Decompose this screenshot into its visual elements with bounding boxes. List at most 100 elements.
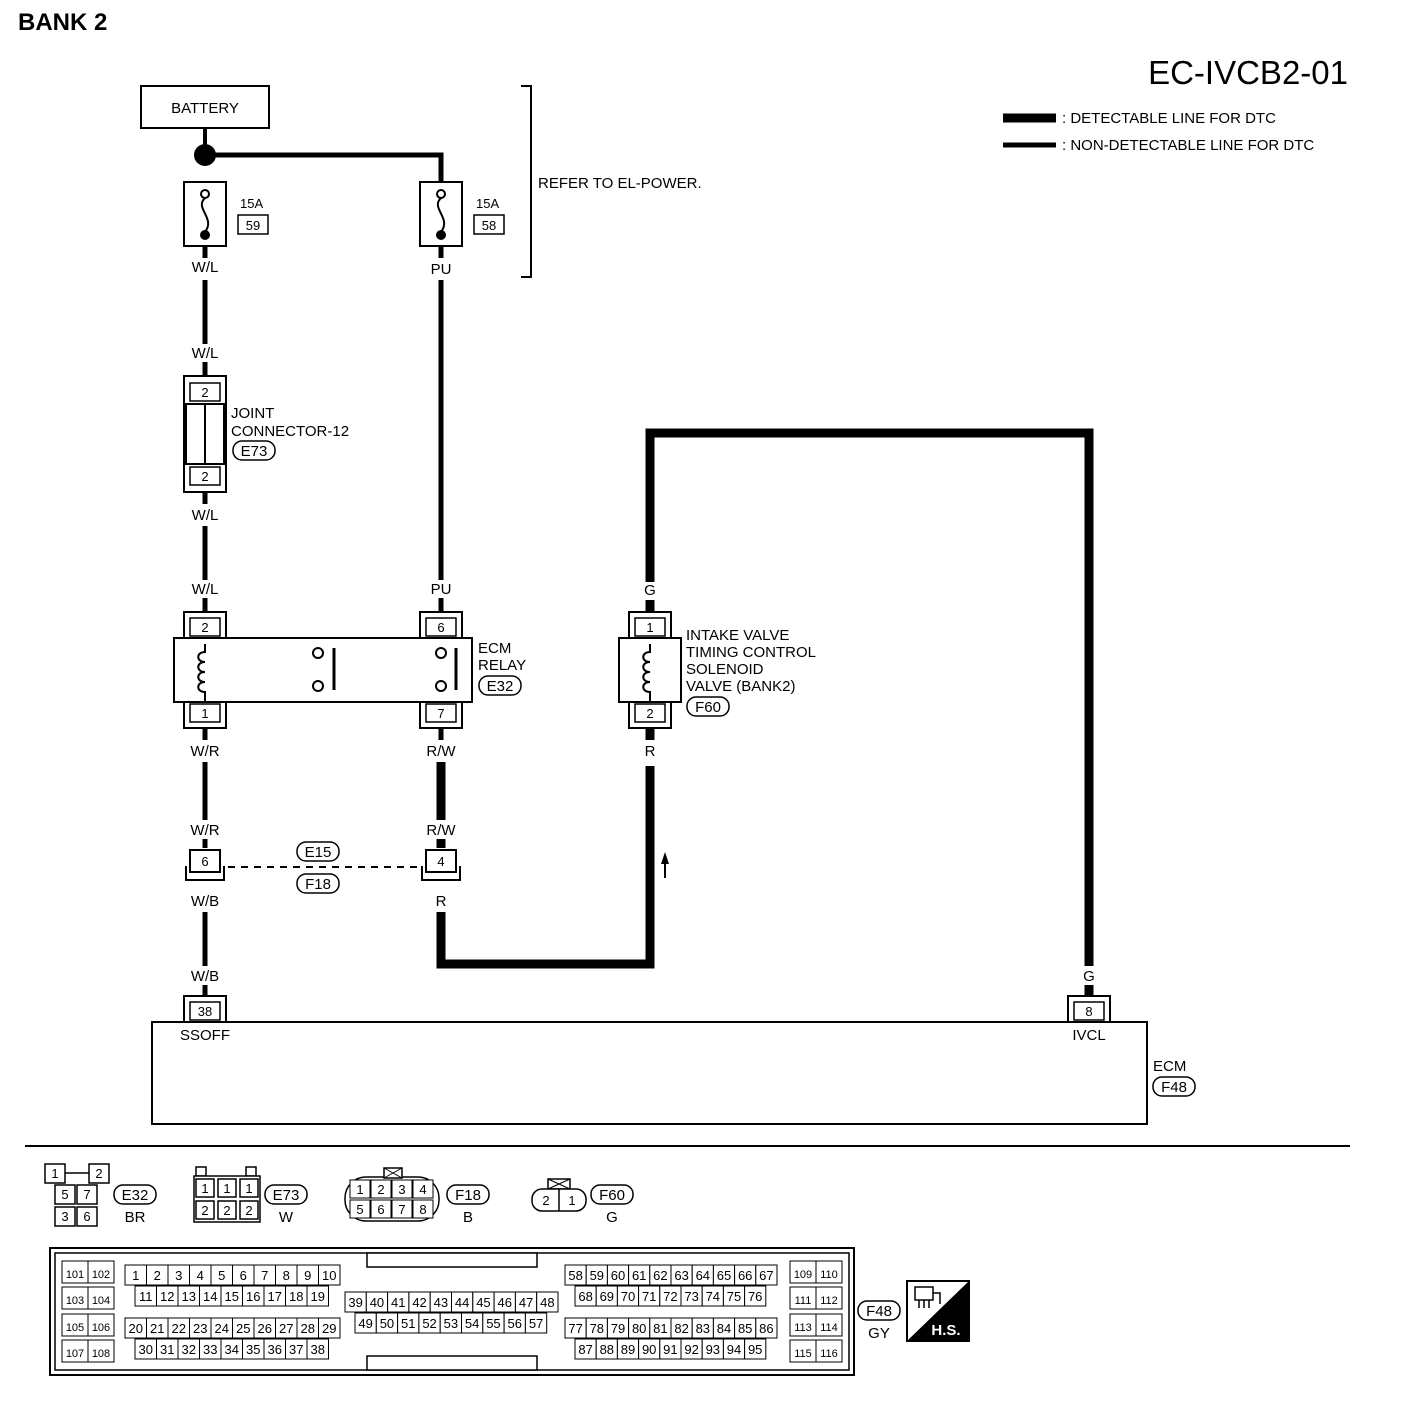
f48-pin-label: 86 xyxy=(759,1321,773,1336)
f48-pin-label: 43 xyxy=(434,1295,448,1310)
f48-pin-label: 58 xyxy=(568,1268,582,1283)
relay-pin-1-box xyxy=(189,703,221,723)
e73-cell xyxy=(217,1200,237,1220)
f48-pin-label: 3 xyxy=(175,1268,182,1283)
wire-detectable-r xyxy=(436,766,655,969)
fuse-58-terminal-top xyxy=(436,189,446,199)
legend-detectable-label: : DETECTABLE LINE FOR DTC xyxy=(1062,110,1276,127)
f48-pin-label: 47 xyxy=(519,1295,533,1310)
e32-pin: 2 xyxy=(95,1166,102,1181)
ecm-pin-8: 8 xyxy=(1085,1004,1092,1019)
solenoid-id: F60 xyxy=(695,699,721,716)
f48-pin-label: 33 xyxy=(203,1342,217,1357)
e32-pin: 1 xyxy=(51,1166,58,1181)
f48-pin-label: 69 xyxy=(600,1289,614,1304)
e32-id: E32 xyxy=(122,1187,149,1204)
harness-id-bottom-pill xyxy=(296,873,340,894)
e32-color: BR xyxy=(125,1209,146,1226)
fuse-59-terminal-top xyxy=(200,189,210,199)
ecm-name: ECM xyxy=(1153,1058,1186,1075)
f18-cell xyxy=(391,1199,413,1219)
f48-pin-label: 65 xyxy=(717,1268,731,1283)
joint-pin-top-box xyxy=(189,382,221,402)
e32-pin: 6 xyxy=(83,1209,90,1224)
f48-pin-cell xyxy=(87,1313,115,1337)
f48-pin-label: 79 xyxy=(611,1321,625,1336)
f18-cell xyxy=(391,1179,413,1199)
f48-pin-label: 7 xyxy=(261,1268,268,1283)
f48-pin-label: 5 xyxy=(218,1268,225,1283)
joint-pin-top: 2 xyxy=(201,385,208,400)
f48-pin-label: 32 xyxy=(182,1342,196,1357)
f48-pin-label: 109 xyxy=(794,1269,812,1281)
f48-pin-label: 103 xyxy=(66,1295,84,1307)
f48-pin-label: 1 xyxy=(132,1268,139,1283)
f48-pin-label: 24 xyxy=(215,1321,229,1336)
f48-pin-cell xyxy=(318,1264,341,1286)
f48-pin-label: 44 xyxy=(455,1295,469,1310)
f48-pin-label: 40 xyxy=(370,1295,384,1310)
relay-body xyxy=(173,637,473,703)
f48-pin-label: 42 xyxy=(412,1295,426,1310)
f48-pin-label: 17 xyxy=(268,1289,282,1304)
f48-pin-label: 73 xyxy=(684,1289,698,1304)
e73-pin: 2 xyxy=(245,1203,252,1218)
relay-pin-7-box xyxy=(425,703,457,723)
f18-pin: 2 xyxy=(377,1182,384,1197)
f48-pin-label: 11 xyxy=(139,1289,153,1304)
connector-view-f18: 1 2 3 4 5 6 7 8 F18 B xyxy=(344,1167,490,1226)
relay-id-pill xyxy=(478,675,522,696)
wire-label-relay-out-right: R/W xyxy=(426,743,456,760)
f48-pin-label: 104 xyxy=(92,1295,110,1307)
hs-badge: H.S. xyxy=(906,1280,970,1342)
fuse-58-number-box xyxy=(473,214,505,235)
f18-cell xyxy=(412,1179,434,1199)
f48-pin-label: 39 xyxy=(348,1295,362,1310)
ecm-body xyxy=(151,1021,1148,1125)
harness-joint-e15-f18: W/R R/W 6 4 E15 F18 W/B R xyxy=(185,822,461,910)
joint-connector-id-pill xyxy=(232,440,276,461)
harness-pin-6: 6 xyxy=(201,854,208,869)
e32-pin: 7 xyxy=(83,1187,90,1202)
solenoid-id-pill xyxy=(686,696,730,717)
solenoid-name-4: VALVE (BANK2) xyxy=(686,678,795,695)
refer-bracket xyxy=(521,85,532,278)
f48-pin-label: 95 xyxy=(748,1342,762,1357)
f48-pin-label: 14 xyxy=(203,1289,217,1304)
f48-pin-label: 29 xyxy=(322,1321,336,1336)
harness-pin-4-housing xyxy=(421,866,461,881)
f48-pin-label: 37 xyxy=(289,1342,303,1357)
f48-pin-label: 89 xyxy=(621,1342,635,1357)
solenoid-pin-1: 1 xyxy=(646,620,653,635)
f48-pin-label: 75 xyxy=(727,1289,741,1304)
f48-key-bottom xyxy=(366,1355,538,1371)
e73-pin: 2 xyxy=(223,1203,230,1218)
ecm-relay-e32: 2 6 1 7 ECM RELAY E32 xyxy=(173,611,526,729)
f48-pin-label: 48 xyxy=(540,1295,554,1310)
f48-pin-label: 35 xyxy=(246,1342,260,1357)
f48-pin-label: 25 xyxy=(236,1321,250,1336)
joint-pin-bottom: 2 xyxy=(201,469,208,484)
e73-color: W xyxy=(279,1209,294,1226)
wire-label-harness-right-in: R/W xyxy=(426,822,456,839)
harness-id-top: E15 xyxy=(305,844,332,861)
ecm-id-pill xyxy=(1152,1076,1196,1097)
f48-pin-label: 45 xyxy=(476,1295,490,1310)
f60-pin: 2 xyxy=(542,1193,549,1208)
joint-connector-name-1: JOINT xyxy=(231,405,274,422)
e73-cell xyxy=(239,1200,259,1220)
f48-pin-label: 21 xyxy=(150,1321,164,1336)
ecm-module: 38 8 SSOFF IVCL ECM F48 xyxy=(151,995,1196,1125)
f18-pin: 8 xyxy=(419,1202,426,1217)
f48-pin-cell xyxy=(755,1264,778,1286)
e73-pin: 2 xyxy=(201,1203,208,1218)
e73-tab-right xyxy=(245,1166,257,1177)
f48-pin-label: 71 xyxy=(642,1289,656,1304)
f48-pin-label: 72 xyxy=(663,1289,677,1304)
f48-pin-label: 94 xyxy=(727,1342,741,1357)
f48-pin-label: 107 xyxy=(66,1348,84,1360)
f48-pin-label: 20 xyxy=(129,1321,143,1336)
f60-id: F60 xyxy=(599,1187,625,1204)
hs-badge-fill xyxy=(907,1281,969,1341)
battery: BATTERY xyxy=(140,85,270,129)
